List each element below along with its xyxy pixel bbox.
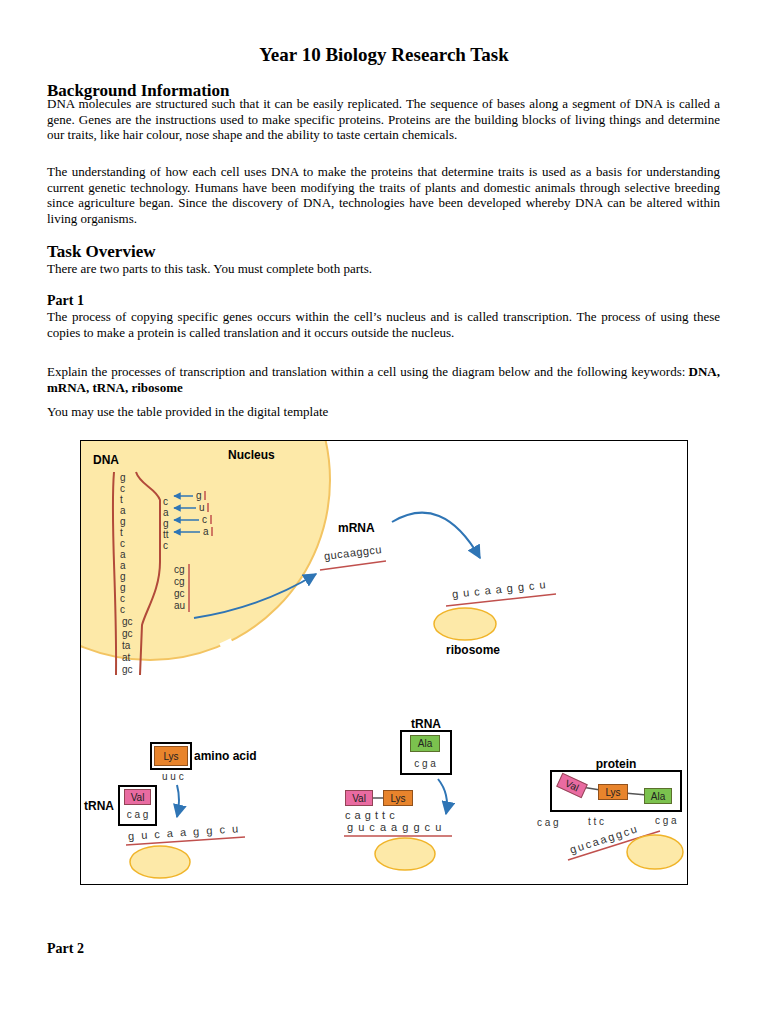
rna-backbone <box>210 515 212 524</box>
anticodon: t t c <box>588 816 604 827</box>
rna-backbone <box>211 527 213 536</box>
paragraph: The understanding of how each cell uses … <box>47 164 720 226</box>
structure-label: ribosome <box>446 643 500 657</box>
paragraph: There are two parts to this task. You mu… <box>47 261 720 277</box>
nucleus <box>80 440 330 660</box>
mrna-sequence: gucaaggcu <box>451 578 551 600</box>
mrna-strand <box>320 561 386 570</box>
base-pair: au <box>174 600 185 611</box>
base-pair: ta <box>122 640 130 651</box>
peptide-bond <box>373 797 383 799</box>
outline-box: proteinValLysAla <box>550 770 682 812</box>
paragraph: DNA molecules are structured such that i… <box>47 96 720 143</box>
ribosome-shape <box>375 838 435 870</box>
amino-acid-box: Lys <box>598 784 628 800</box>
base-pair: cg <box>174 564 185 575</box>
part-heading: Part 1 <box>47 293 720 309</box>
mrna-sequence: g u c a a g g c u <box>347 821 442 833</box>
instruction-text: Explain the processes of transcription a… <box>47 364 685 379</box>
base-pair: gc <box>122 616 133 627</box>
amino-acid-name: Ala <box>651 791 665 802</box>
outline-box: tRNAc a gVal <box>118 785 157 826</box>
ribosome-shape <box>434 608 496 640</box>
mrna-strand <box>344 835 452 837</box>
rna-base: c <box>202 514 207 525</box>
box-heading: tRNA <box>84 799 114 813</box>
base-sequence: gctagtcaaggcc <box>120 472 128 615</box>
rna-backbone <box>207 503 209 512</box>
base-pair: cg <box>174 576 185 587</box>
amino-acid-box: Lys <box>154 746 188 766</box>
mrna-sequence: gucaaggcu <box>568 822 640 856</box>
rna-base: a <box>203 526 209 537</box>
box-heading: amino acid <box>194 749 257 763</box>
move-arrow <box>177 785 179 817</box>
base-sequence: cagttc <box>163 496 171 551</box>
amino-acid-name: Lys <box>163 751 178 762</box>
dna-strand <box>113 472 116 675</box>
amino-acid-name: Val <box>131 792 145 803</box>
anticodon: u u c <box>162 771 184 782</box>
amino-acid-name: Val <box>352 793 366 804</box>
anticodon: c g a <box>655 815 677 826</box>
amino-acid-name: Lys <box>605 787 620 798</box>
amino-acid-box: Val <box>556 773 588 798</box>
structure-label: Nucleus <box>228 448 275 462</box>
section-heading: Task Overview <box>47 242 720 262</box>
amino-acid-name: Val <box>563 778 580 794</box>
paragraph: You may use the table provided in the di… <box>47 404 720 420</box>
ribosome-shape <box>627 835 683 869</box>
pairing-arrow <box>174 495 193 497</box>
amino-acid-name: Ala <box>418 738 432 749</box>
amino-acid-box: Val <box>345 790 373 806</box>
paragraph: Explain the processes of transcription a… <box>47 364 720 395</box>
base-pair: gc <box>122 628 133 639</box>
base-pair: gc <box>174 588 185 599</box>
diagram-layer: DNANucleusgctagtcaaggcccagttcgucacgcggca… <box>80 440 688 885</box>
diagram-frame: DNANucleusgctagtcaaggcccagttcgucacgcggca… <box>80 440 688 885</box>
move-arrow <box>438 779 447 814</box>
rna-backbone <box>188 564 190 612</box>
amino-acid-box: Val <box>124 789 151 805</box>
rna-backbone <box>204 491 206 500</box>
pairing-arrow <box>174 507 196 509</box>
dna-strand <box>136 472 160 675</box>
pairing-arrow <box>174 519 199 521</box>
paragraph: The process of copying specific genes oc… <box>47 309 720 340</box>
pairing-arrow <box>174 531 200 533</box>
amino-acid-name: Lys <box>390 793 405 804</box>
mrna-sequence: gucaaggcu <box>323 543 382 562</box>
amino-acid-box: Ala <box>410 735 440 752</box>
outline-box: tRNAc g aAla <box>400 730 452 775</box>
amino-acid-box: Ala <box>644 788 672 804</box>
anticodon: c a g <box>537 817 559 828</box>
ribosome-shape <box>130 846 190 878</box>
export-arrow <box>194 574 316 618</box>
nuclear-pore <box>220 640 231 645</box>
anticodon: c g a <box>414 758 436 769</box>
rna-base: u <box>199 502 205 513</box>
amino-acid-box: Lys <box>383 790 413 806</box>
diagram-border <box>81 441 688 885</box>
structure-label: mRNA <box>338 521 375 535</box>
box-heading: protein <box>596 757 637 771</box>
rna-base: g <box>196 490 202 501</box>
box-heading: tRNA <box>411 717 441 731</box>
anticodon: c a g <box>127 809 149 820</box>
base-pair: at <box>122 652 130 663</box>
page-title: Year 10 Biology Research Task <box>0 44 768 66</box>
structure-label: DNA <box>93 453 119 467</box>
anticodon-sequence: c a g t t c <box>345 809 395 821</box>
outline-box: amino acidLys <box>150 742 192 770</box>
transport-arrow <box>392 513 480 558</box>
part-heading: Part 2 <box>47 941 720 957</box>
base-pair: gc <box>122 664 133 675</box>
